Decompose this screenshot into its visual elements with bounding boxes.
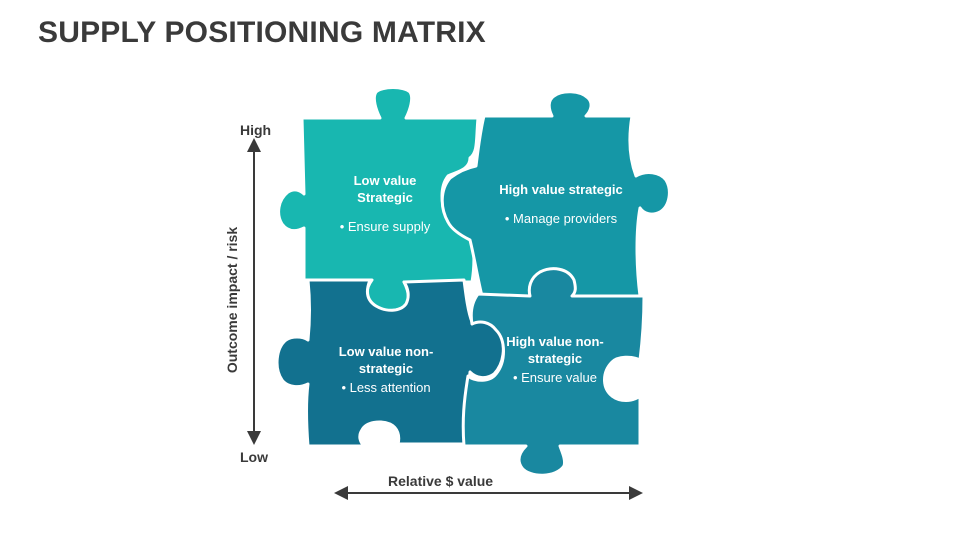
quadrant-heading: High value strategic: [499, 182, 623, 197]
quadrant-heading: Low value Strategic: [353, 173, 417, 205]
quadrant-bullet: • Ensure supply: [339, 219, 431, 234]
puzzle-piece-high-value-non-strategic: [461, 267, 646, 477]
x-axis-title: Relative $ value: [388, 473, 494, 489]
quadrant-high-value-non-strategic: High value non-strategic • Ensure value: [500, 333, 610, 386]
y-axis-title: Outcome impact / risk: [224, 226, 240, 374]
y-axis-low-label: Low: [240, 449, 268, 465]
y-axis-high-label: High: [240, 122, 272, 138]
quadrant-heading: High value non-strategic: [506, 334, 604, 366]
quadrant-bullet: • Ensure value: [512, 370, 598, 385]
quadrant-bullet: • Manage providers: [504, 211, 618, 226]
quadrant-low-value-non-strategic: Low value non-strategic • Less attention: [320, 343, 452, 396]
quadrant-heading: Low value non-strategic: [338, 344, 434, 376]
quadrant-high-value-strategic: High value strategic • Manage providers: [486, 181, 636, 227]
quadrant-low-value-strategic: Low value Strategic • Ensure supply: [330, 172, 440, 235]
page-title: SUPPLY POSITIONING MATRIX: [38, 16, 486, 49]
quadrant-bullet: • Less attention: [341, 380, 431, 395]
